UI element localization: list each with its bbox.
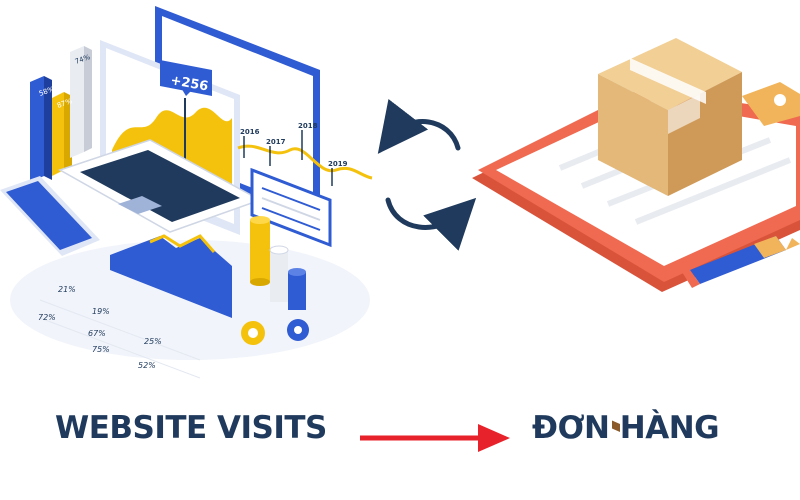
right-arrow-icon	[360, 424, 510, 452]
pen-icon	[682, 236, 800, 288]
bar-columns: 58% 87% 74%	[30, 46, 92, 182]
phone	[0, 176, 100, 256]
table-value: 25%	[144, 337, 162, 346]
table-value: 72%	[38, 313, 56, 322]
data-panel	[250, 167, 332, 248]
table-value: 67%	[88, 329, 106, 338]
table-value: 21%	[58, 285, 76, 294]
table-value: 75%	[92, 345, 110, 354]
timeline-year: 2016	[240, 128, 260, 136]
value-popup: +256	[160, 60, 212, 96]
orders-caption: ĐƠN HÀNG	[532, 410, 720, 446]
timeline-year: 2018	[298, 122, 318, 130]
cycle-arrows-icon	[377, 98, 477, 251]
website-visits-caption: WEBSITE VISITS	[55, 410, 327, 446]
timeline-year: 2017	[266, 138, 286, 146]
table-value: 52%	[138, 361, 156, 370]
popup-value: +256	[169, 73, 209, 94]
order-illustration	[472, 38, 800, 433]
area-chart	[110, 234, 232, 318]
cylinders	[250, 216, 306, 310]
floor-table: 21% 72% 19% 67% 75% 25% 52%	[38, 285, 201, 379]
package-box-icon	[598, 38, 742, 433]
gear-icons	[241, 319, 309, 345]
analytics-illustration: 58% 87% 74% +256	[0, 6, 373, 379]
timeline-chart: 2016 2017 2018 2019	[237, 122, 373, 186]
timeline-year: 2019	[328, 160, 348, 168]
table-value: 19%	[92, 307, 110, 316]
